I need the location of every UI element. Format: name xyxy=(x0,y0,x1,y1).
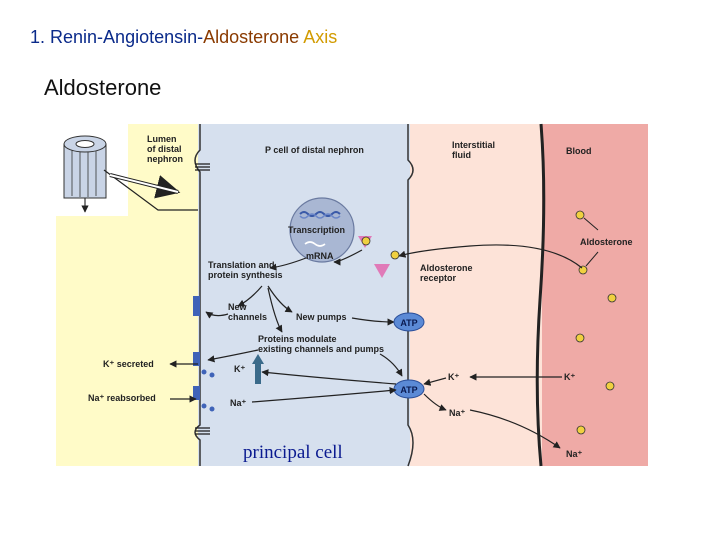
na-reabsorbed-label: Na⁺ reabsorbed xyxy=(88,393,156,403)
interstitial-label-line2: fluid xyxy=(452,150,471,160)
title-number: 1. xyxy=(30,27,46,47)
k-pump-to-cell-arrow xyxy=(261,369,397,385)
mrna-label: mRNA xyxy=(306,251,334,261)
lumen-label-line2: of distal xyxy=(147,144,182,154)
receptor-to-nucleus-arrow xyxy=(333,249,363,266)
aldosterone-molecule-icon xyxy=(575,333,585,343)
aldosterone-molecule-icon xyxy=(607,293,617,303)
nucleus xyxy=(289,197,355,263)
title-renin-angiotensin: Renin-Angiotensin- xyxy=(50,27,204,47)
to-channel-arrow xyxy=(205,311,229,319)
to-modulate-arrow xyxy=(267,287,283,333)
new-channels-label: New channels xyxy=(228,302,267,322)
k-channel-icon xyxy=(193,352,200,366)
k-interstitial-arrow xyxy=(423,377,447,386)
na-cell-label: Na⁺ xyxy=(230,398,247,408)
k-cell-label: K⁺ xyxy=(234,364,245,374)
atp-pump-existing: ATP xyxy=(393,379,425,399)
nephron-tubule-icon xyxy=(56,124,198,216)
aldosterone-receptor-label-line1: Aldosterone xyxy=(420,263,473,273)
p-cell-label: P cell of distal nephron xyxy=(265,145,364,155)
new-pumps-label: New pumps xyxy=(296,312,347,322)
apical-channels xyxy=(193,296,215,412)
blood-label: Blood xyxy=(566,146,592,156)
title-aldosterone: Aldosterone xyxy=(203,27,300,47)
aldosterone-molecule-icon xyxy=(576,425,586,435)
modulate-label-line2: existing channels and pumps xyxy=(258,344,384,354)
aldosterone-receptor-label: Aldosterone receptor xyxy=(420,263,473,283)
aldosterone-receptor-label-line2: receptor xyxy=(420,273,457,283)
slide-title: 1. Renin-Angiotensin-Aldosterone Axis xyxy=(30,27,337,48)
mrna-to-translation-arrow xyxy=(269,257,307,271)
cell-region xyxy=(198,124,410,466)
new-channels-label-line1: New xyxy=(228,302,248,312)
lumen-label-line1: Lumen xyxy=(147,134,177,144)
slide-subtitle: Aldosterone xyxy=(44,75,162,100)
new-channels-label-line2: channels xyxy=(228,312,267,322)
blood-aldosterone-molecules xyxy=(575,210,617,435)
new-pumps-arrow xyxy=(351,317,395,326)
tight-junction-bottom xyxy=(195,427,210,435)
k-blood-label: K⁺ xyxy=(564,372,575,382)
interstitial-label-line1: Interstitial xyxy=(452,140,495,150)
title-axis: Axis xyxy=(303,27,338,47)
translation-label: Translation and protein synthesis xyxy=(208,260,283,280)
modulate-label-line1: Proteins modulate xyxy=(258,334,337,344)
aldosterone-receptor-icon xyxy=(374,264,390,278)
atp-label-2: ATP xyxy=(400,385,417,395)
interstitial-label: Interstitial fluid xyxy=(452,140,495,160)
aldosterone-entry-arrow xyxy=(398,244,583,269)
modulate-label: Proteins modulate existing channels and … xyxy=(258,334,384,354)
translation-label-line1: Translation and xyxy=(208,260,275,270)
atp-pump-new: ATP xyxy=(393,312,425,332)
tight-junction-top xyxy=(195,163,210,171)
aldosterone-molecule-icon xyxy=(578,265,588,275)
aldosterone-molecule-icon xyxy=(575,210,585,220)
aldosterone-molecule-icon xyxy=(605,381,615,391)
k-secreted-label: K⁺ secreted xyxy=(103,359,154,369)
aldosterone-bound-icon xyxy=(361,236,371,246)
aldosterone-entering-icon xyxy=(390,250,400,260)
na-blood-label: Na⁺ xyxy=(566,449,583,459)
atp-label-1: ATP xyxy=(400,318,417,328)
interstitial-region xyxy=(410,124,542,466)
aldosterone-label: Aldosterone xyxy=(580,237,633,247)
blood-region xyxy=(542,124,648,466)
to-new-pumps-arrow xyxy=(267,285,293,313)
modulate-to-pumps-arrow xyxy=(379,353,403,377)
to-new-channels-arrow xyxy=(237,285,263,307)
na-to-blood-arrow xyxy=(469,409,561,449)
basolateral-membrane xyxy=(407,124,414,467)
na-pump-out-arrow xyxy=(423,393,447,411)
na-to-pump-arrow xyxy=(251,387,397,403)
lumen-label: Lumen of distal nephron xyxy=(147,134,183,164)
dna-icon xyxy=(299,211,341,217)
translation-label-line2: protein synthesis xyxy=(208,270,283,280)
new-channel-icon xyxy=(193,296,200,316)
na-channel-icon xyxy=(193,386,200,400)
principal-cell-caption: principal cell xyxy=(243,442,343,463)
lumen-label-line3: nephron xyxy=(147,154,183,164)
capillary-wall xyxy=(535,123,546,467)
k-interstitial-label: K⁺ xyxy=(448,372,459,382)
transcription-label: Transcription xyxy=(288,225,345,235)
na-interstitial-label: Na⁺ xyxy=(449,408,466,418)
modulate-to-channels-arrow xyxy=(207,349,259,363)
